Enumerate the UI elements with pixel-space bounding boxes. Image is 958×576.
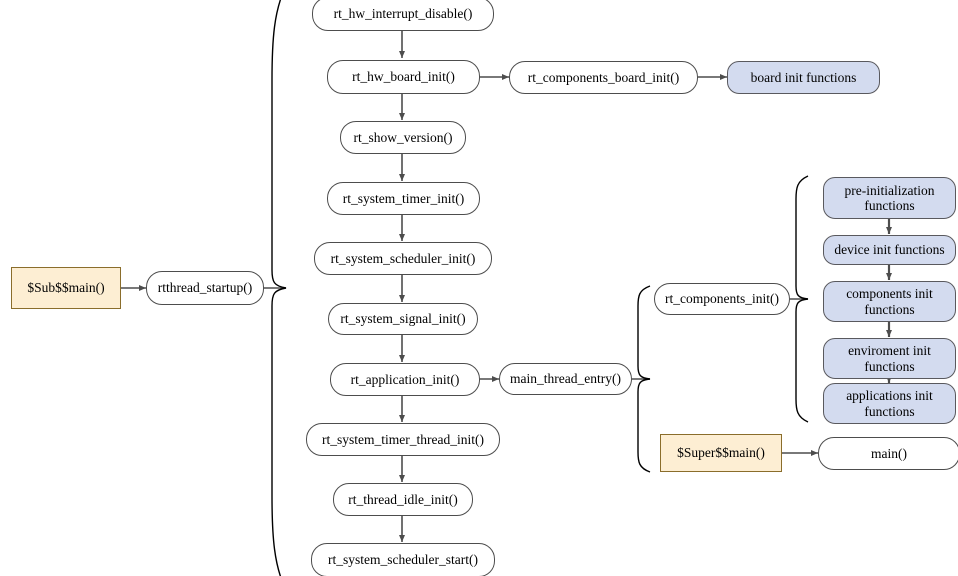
node-rt-system-timer-init[interactable]: rt_system_timer_init() [327,182,480,215]
node-rt-thread-idle-init[interactable]: rt_thread_idle_init() [333,483,473,516]
node-rt-system-signal-init[interactable]: rt_system_signal_init() [328,303,478,335]
node-label: board init functions [750,69,857,85]
node-label: rt_system_scheduler_init() [330,250,476,266]
node-label: rt_show_version() [353,129,453,145]
node-rt-system-scheduler-init[interactable]: rt_system_scheduler_init() [314,242,492,275]
node-label: $Sub$$main() [27,280,105,296]
node-label: main_thread_entry() [510,371,621,387]
node-label-line1: applications init [846,388,933,404]
node-label-line1: device init functions [834,242,945,258]
node-rt-show-version[interactable]: rt_show_version() [340,121,466,154]
node-label: rt_components_init() [665,291,779,307]
node-device-init-functions[interactable]: device init functions [823,235,956,265]
node-rt-hw-board-init[interactable]: rt_hw_board_init() [327,60,480,94]
node-label: rt_hw_interrupt_disable() [333,6,473,22]
node-label: rt_application_init() [350,371,460,387]
node-label: rt_system_scheduler_start() [328,552,478,568]
node-label: main() [871,445,907,461]
node-label: rtthread_startup() [157,280,253,296]
node-applications-init-functions[interactable]: applications init functions [823,383,956,424]
node-rtthread-startup[interactable]: rtthread_startup() [146,271,264,305]
node-label-line1: pre-initialization [844,182,935,198]
node-label-line2: functions [864,358,915,374]
node-super-main[interactable]: $Super$$main() [660,434,782,472]
node-label: rt_system_timer_init() [342,190,465,206]
node-rt-application-init[interactable]: rt_application_init() [330,363,480,396]
node-rt-components-init[interactable]: rt_components_init() [654,283,790,315]
node-label-line1: components init [846,286,933,302]
node-label-line2: functions [864,301,915,317]
node-label: rt_hw_board_init() [352,69,455,85]
node-label-line1: enviroment init [848,343,931,359]
node-board-init-functions[interactable]: board init functions [727,61,880,94]
node-label-line2: functions [864,198,915,213]
node-rt-components-board-init[interactable]: rt_components_board_init() [509,61,698,94]
node-rt-system-scheduler-start[interactable]: rt_system_scheduler_start() [311,543,495,576]
node-label: rt_system_timer_thread_init() [322,431,484,447]
node-label: $Super$$main() [677,445,765,461]
node-pre-initialization-functions[interactable]: pre-initialization functions [823,177,956,219]
node-label: rt_components_board_init() [527,69,680,85]
node-enviroment-init-functions[interactable]: enviroment init functions [823,338,956,379]
node-main[interactable]: main() [818,437,958,470]
node-label: rt_thread_idle_init() [348,491,458,507]
node-rt-system-timer-thread-init[interactable]: rt_system_timer_thread_init() [306,423,500,456]
node-main-thread-entry[interactable]: main_thread_entry() [499,363,632,395]
node-rt-hw-interrupt-disable[interactable]: rt_hw_interrupt_disable() [312,0,494,31]
node-sub-main[interactable]: $Sub$$main() [11,267,121,309]
node-components-init-functions[interactable]: components init functions [823,281,956,322]
node-label: rt_system_signal_init() [340,311,466,327]
node-label-line2: functions [864,403,915,419]
